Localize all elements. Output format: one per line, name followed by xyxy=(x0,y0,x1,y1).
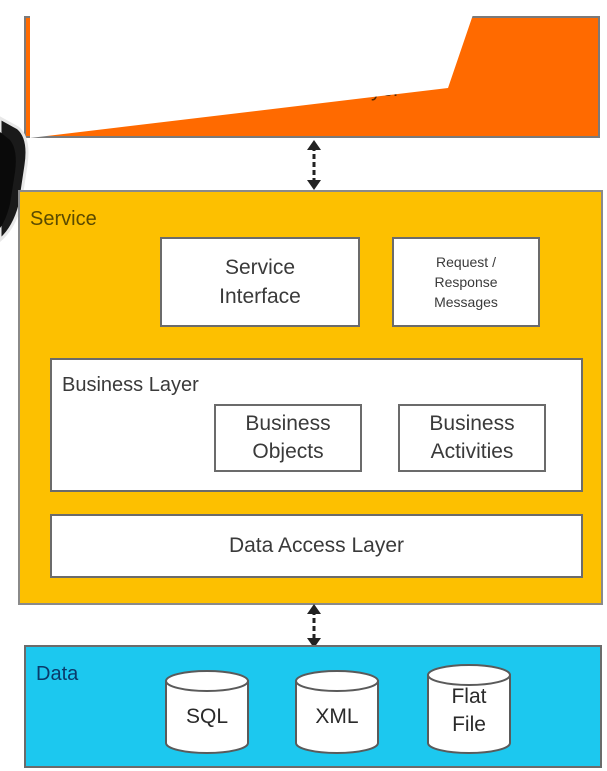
request-response-line: Response xyxy=(434,274,498,290)
business-layer-box: Business Layer Business Objects Business… xyxy=(50,358,583,492)
request-response-box: Request / Response Messages xyxy=(392,237,540,327)
business-layer-label: Business Layer xyxy=(62,374,199,396)
cylinder-shape xyxy=(427,664,511,754)
service-interface-line: Service xyxy=(224,256,296,279)
data-access-layer-label: Data Access Layer xyxy=(228,534,405,557)
service-container: Service Service Interface Request / Resp… xyxy=(18,190,603,605)
service-interface-box: Service Interface xyxy=(160,237,360,327)
service-interface-line: Interface xyxy=(219,285,301,308)
double-arrow-icon xyxy=(307,604,321,648)
flat-file-label-line: File xyxy=(452,713,486,736)
cylinder-shape xyxy=(165,670,249,754)
business-activities-line: Business xyxy=(429,412,515,435)
xml-label: XML xyxy=(315,705,359,728)
business-activities-box: Business Activities xyxy=(398,404,546,472)
cylinder-shape xyxy=(295,670,379,754)
sql-label: SQL xyxy=(185,705,229,728)
xml-database-icon: XML xyxy=(294,669,380,755)
flat-file-database-icon: Flat File xyxy=(426,663,512,755)
device-screen xyxy=(0,132,16,228)
data-access-layer-box: Data Access Layer xyxy=(50,514,583,578)
presentation-layer-label: Presentation Layer xyxy=(223,78,401,101)
request-response-line: Request / xyxy=(436,254,496,270)
business-objects-line: Business xyxy=(245,412,331,435)
request-response-line: Messages xyxy=(434,294,498,310)
data-container: Data SQL XML Flat File xyxy=(24,645,602,768)
business-activities-line: Activities xyxy=(430,440,514,463)
presentation-layer: Presentation Layer xyxy=(24,16,600,138)
double-arrow-icon xyxy=(307,140,321,190)
sql-database-icon: SQL xyxy=(164,669,250,755)
flat-file-label-line: Flat xyxy=(451,685,487,708)
service-label: Service xyxy=(30,208,97,230)
business-objects-box: Business Objects xyxy=(214,404,362,472)
data-label: Data xyxy=(36,663,79,685)
business-objects-line: Objects xyxy=(252,440,324,463)
